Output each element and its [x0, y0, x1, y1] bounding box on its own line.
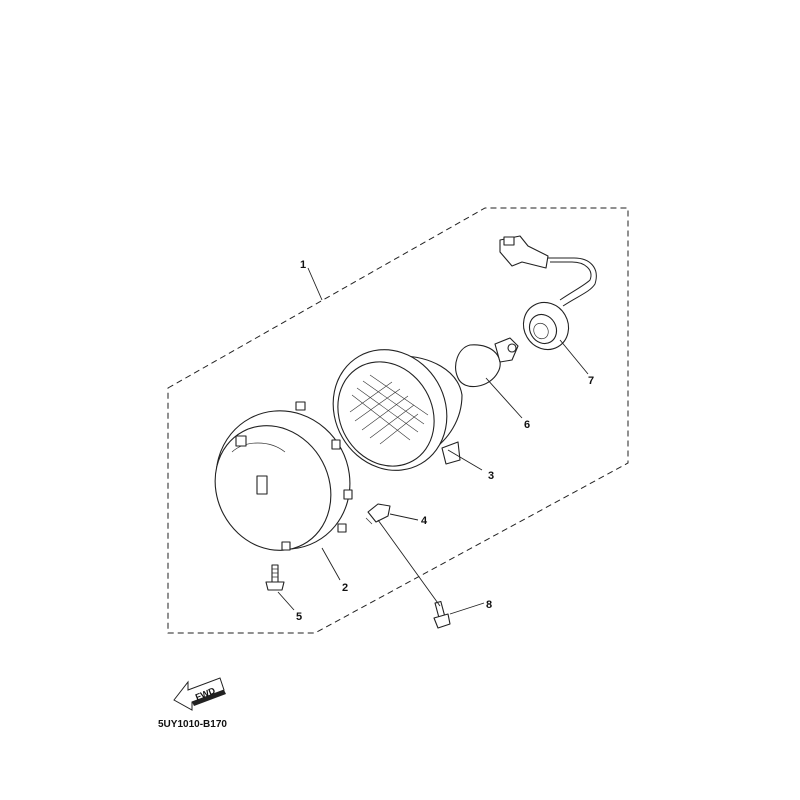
- callout-7: 7: [588, 375, 594, 387]
- bolt: [433, 600, 451, 629]
- callout-6: 6: [524, 419, 530, 431]
- lens-pattern: [349, 374, 429, 445]
- headlight-bulb: [455, 337, 519, 388]
- headlight-unit: [332, 349, 463, 471]
- screw: [265, 564, 285, 591]
- callout-4: 4: [421, 515, 428, 527]
- headlight-rim: [214, 401, 353, 551]
- leader-lines: [277, 267, 589, 615]
- callout-3: 3: [488, 470, 494, 482]
- bulb-socket-wiring: [499, 235, 597, 351]
- callout-5: 5: [296, 611, 302, 623]
- nut: [365, 503, 391, 525]
- assembly-boundary: [167, 207, 629, 634]
- forward-arrow-icon: FWD: [173, 677, 226, 711]
- callout-1: 1: [300, 259, 306, 271]
- diagram-code: 5UY1010-B170: [158, 719, 227, 730]
- callout-8: 8: [486, 599, 492, 611]
- callout-2: 2: [342, 582, 348, 594]
